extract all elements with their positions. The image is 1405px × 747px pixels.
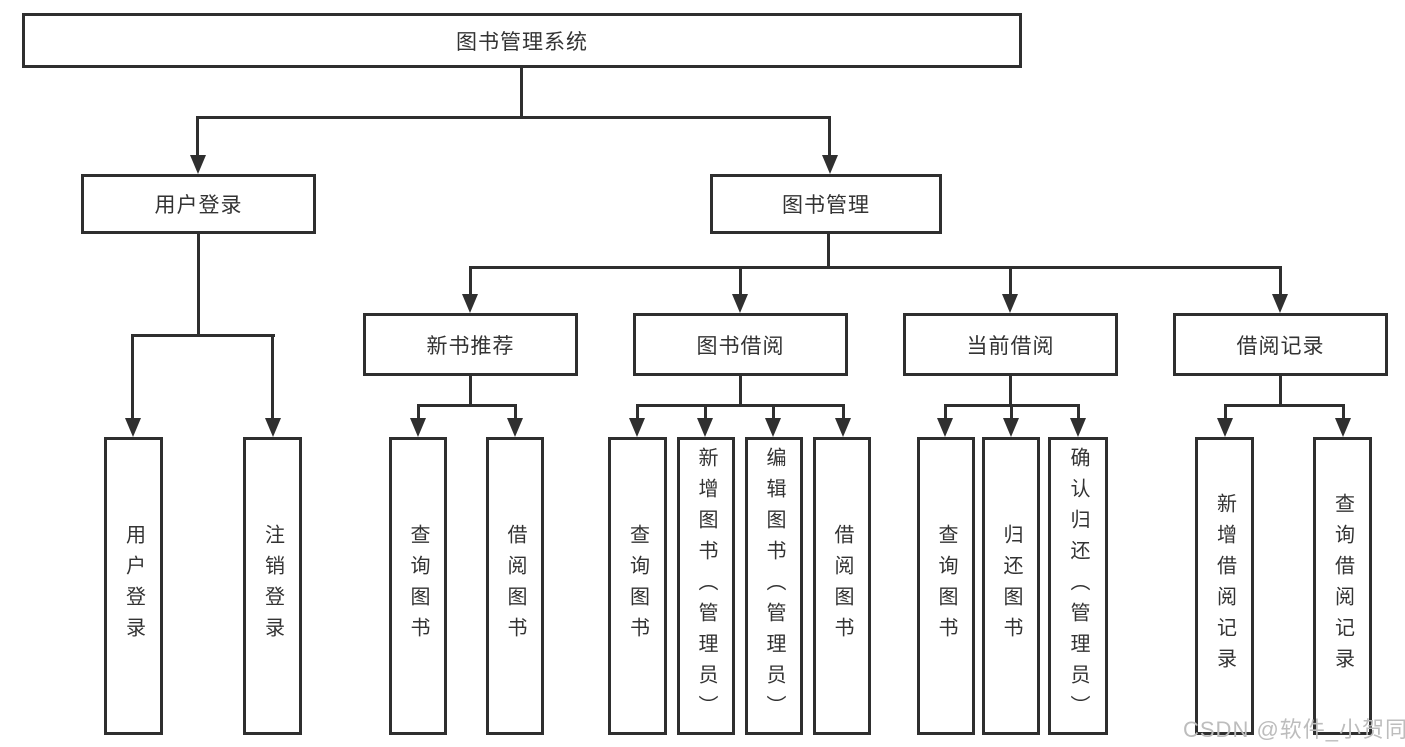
node-user-login: 用户登录 xyxy=(81,174,316,234)
leaf-add-books-admin: 新增图书（管理员） xyxy=(677,437,735,735)
arrow-down-icon xyxy=(835,418,851,437)
connector-line xyxy=(1224,404,1227,420)
arrow-down-icon xyxy=(1217,418,1233,437)
leaf-return-books: 归还图书 xyxy=(982,437,1040,735)
arrow-down-icon xyxy=(190,155,206,174)
leaf-query-books-recommend: 查询图书 xyxy=(389,437,447,735)
arrow-down-icon xyxy=(732,294,748,313)
connector-line xyxy=(827,234,830,269)
node-library-system: 图书管理系统 xyxy=(22,13,1022,68)
arrow-down-icon xyxy=(1070,418,1086,437)
arrow-down-icon xyxy=(937,418,953,437)
arrow-down-icon xyxy=(1272,294,1288,313)
connector-line xyxy=(1342,404,1345,420)
arrow-down-icon xyxy=(1335,418,1351,437)
connector-line xyxy=(1009,376,1012,407)
connector-line xyxy=(271,334,274,420)
arrow-down-icon xyxy=(410,418,426,437)
connector-line xyxy=(469,266,472,296)
watermark: CSDN @软件_小贺同学 xyxy=(1183,717,1405,742)
node-borrowing-records: 借阅记录 xyxy=(1173,313,1388,376)
connector-line xyxy=(739,266,742,296)
node-new-book-recommend: 新书推荐 xyxy=(363,313,578,376)
connector-line xyxy=(197,234,200,336)
connector-line xyxy=(1010,404,1013,420)
leaf-edit-books-admin: 编辑图书（管理员） xyxy=(745,437,803,735)
leaf-confirm-return-admin: 确认归还（管理员） xyxy=(1048,437,1108,735)
connector-line xyxy=(131,334,275,337)
node-book-management: 图书管理 xyxy=(710,174,942,234)
leaf-query-books-current: 查询图书 xyxy=(917,437,975,735)
arrow-down-icon xyxy=(697,418,713,437)
leaf-user-login: 用户登录 xyxy=(104,437,163,735)
connector-line xyxy=(196,116,199,157)
connector-line xyxy=(1077,404,1080,420)
node-current-borrowing: 当前借阅 xyxy=(903,313,1118,376)
leaf-borrow-books: 借阅图书 xyxy=(813,437,871,735)
connector-line xyxy=(469,266,1282,269)
connector-line xyxy=(842,404,845,420)
arrow-down-icon xyxy=(629,418,645,437)
arrow-down-icon xyxy=(265,418,281,437)
connector-line xyxy=(520,68,523,118)
connector-line xyxy=(739,376,742,407)
leaf-add-borrow-record: 新增借阅记录 xyxy=(1195,437,1254,735)
connector-line xyxy=(197,116,831,119)
leaf-borrow-books-recommend: 借阅图书 xyxy=(486,437,544,735)
leaf-logout: 注销登录 xyxy=(243,437,302,735)
arrow-down-icon xyxy=(765,418,781,437)
connector-line xyxy=(944,404,947,420)
leaf-query-books-borrowing: 查询图书 xyxy=(608,437,667,735)
connector-line xyxy=(636,404,845,407)
connector-line xyxy=(772,404,775,420)
arrow-down-icon xyxy=(822,155,838,174)
connector-line xyxy=(636,404,639,420)
arrow-down-icon xyxy=(1003,418,1019,437)
connector-line xyxy=(131,334,134,420)
connector-line xyxy=(514,404,517,420)
connector-line xyxy=(1279,266,1282,296)
arrow-down-icon xyxy=(507,418,523,437)
connector-line xyxy=(417,404,420,420)
connector-line xyxy=(704,404,707,420)
connector-line xyxy=(469,376,472,407)
arrow-down-icon xyxy=(125,418,141,437)
leaf-query-borrow-record: 查询借阅记录 xyxy=(1313,437,1372,735)
node-book-borrowing: 图书借阅 xyxy=(633,313,848,376)
connector-line xyxy=(1279,376,1282,407)
connector-line xyxy=(828,116,831,157)
connector-line xyxy=(1009,266,1012,296)
connector-line xyxy=(417,404,517,407)
connector-line xyxy=(1224,404,1345,407)
arrow-down-icon xyxy=(1002,294,1018,313)
arrow-down-icon xyxy=(462,294,478,313)
